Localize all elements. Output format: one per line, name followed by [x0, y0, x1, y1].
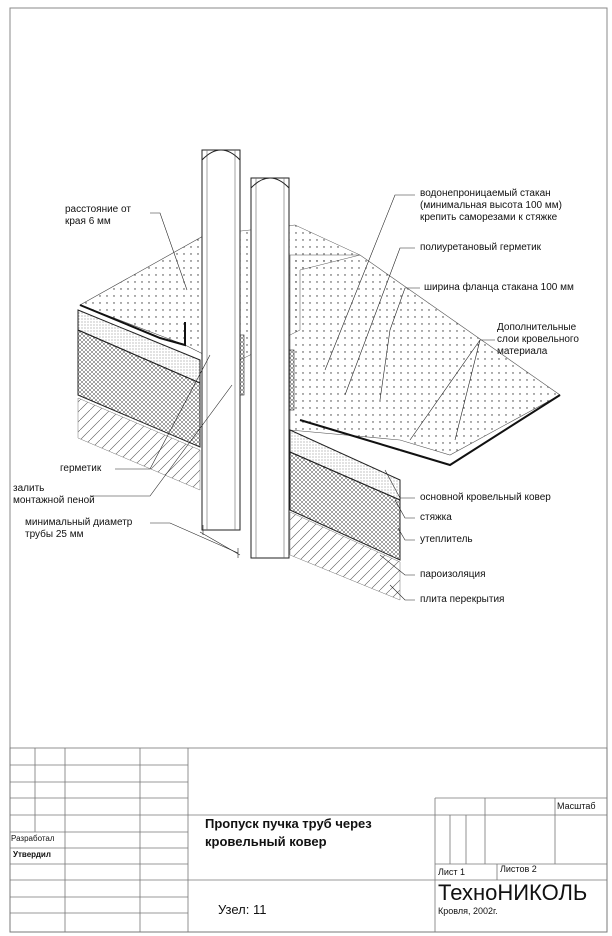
title-line: кровельный ковер — [205, 834, 327, 849]
node-number: Узел: 11 — [218, 902, 267, 917]
label-line: расстояние от — [65, 204, 131, 215]
scale-label: Масштаб — [557, 801, 596, 811]
company-name: ТехноНИКОЛЬ — [438, 880, 588, 905]
label-line: материала — [497, 346, 548, 357]
label-line: края 6 мм — [65, 216, 111, 227]
developed-by-label: Разработал — [11, 834, 55, 843]
label-line: (минимальная высота 100 мм) — [420, 200, 562, 211]
label-pu-sealant: полиуретановый герметик — [420, 242, 542, 253]
pipe-right — [250, 177, 290, 559]
label-line: водонепроницаемый стакан — [420, 188, 551, 199]
label-line: трубы 25 мм — [25, 529, 84, 540]
label-vapor-barrier: пароизоляция — [420, 569, 486, 580]
label-line: слои кровельного — [497, 334, 579, 345]
label-waterproof-sleeve: водонепроницаемый стакан (минимальная вы… — [420, 188, 562, 224]
label-extra-layers: Дополнительные слои кровельного материал… — [497, 322, 579, 358]
label-flange-width: ширина фланца стакана 100 мм — [424, 282, 574, 293]
floor-slab-left — [77, 397, 201, 491]
label-line: монтажной пеной — [13, 495, 95, 506]
label-line: минимальный диаметр — [25, 517, 133, 528]
insulation-right — [289, 451, 401, 561]
drawing-title: Пропуск пучка труб через кровельный кове… — [205, 815, 372, 851]
label-screed: стяжка — [420, 512, 452, 523]
label-line: Дополнительные — [497, 322, 577, 333]
drawing-subtitle: Кровля, 2002г. — [438, 906, 498, 916]
screed-left — [77, 309, 201, 384]
label-sealant: герметик — [60, 463, 102, 474]
label-foam-fill: залить монтажной пеной — [13, 483, 95, 507]
label-line: крепить саморезами к стяжке — [420, 212, 558, 223]
label-insulation: утеплитель — [420, 534, 473, 545]
title-block-grid — [9, 747, 608, 933]
approved-by-label: Утвердил — [13, 850, 51, 859]
sheet-count: Листов 2 — [500, 864, 537, 874]
label-floor-slab: плита перекрытия — [420, 594, 505, 605]
label-line: залить — [13, 483, 45, 494]
leader-lines — [90, 194, 495, 601]
floor-slab-right — [289, 511, 401, 601]
label-edge-distance: расстояние от края 6 мм — [65, 204, 131, 228]
pipe-left — [201, 149, 241, 531]
sheet-number: Лист 1 — [438, 867, 466, 877]
title-line: Пропуск пучка труб через — [205, 816, 372, 831]
label-min-diameter: минимальный диаметр трубы 25 мм — [25, 517, 132, 541]
label-main-roof-carpet: основной кровельный ковер — [420, 492, 551, 503]
